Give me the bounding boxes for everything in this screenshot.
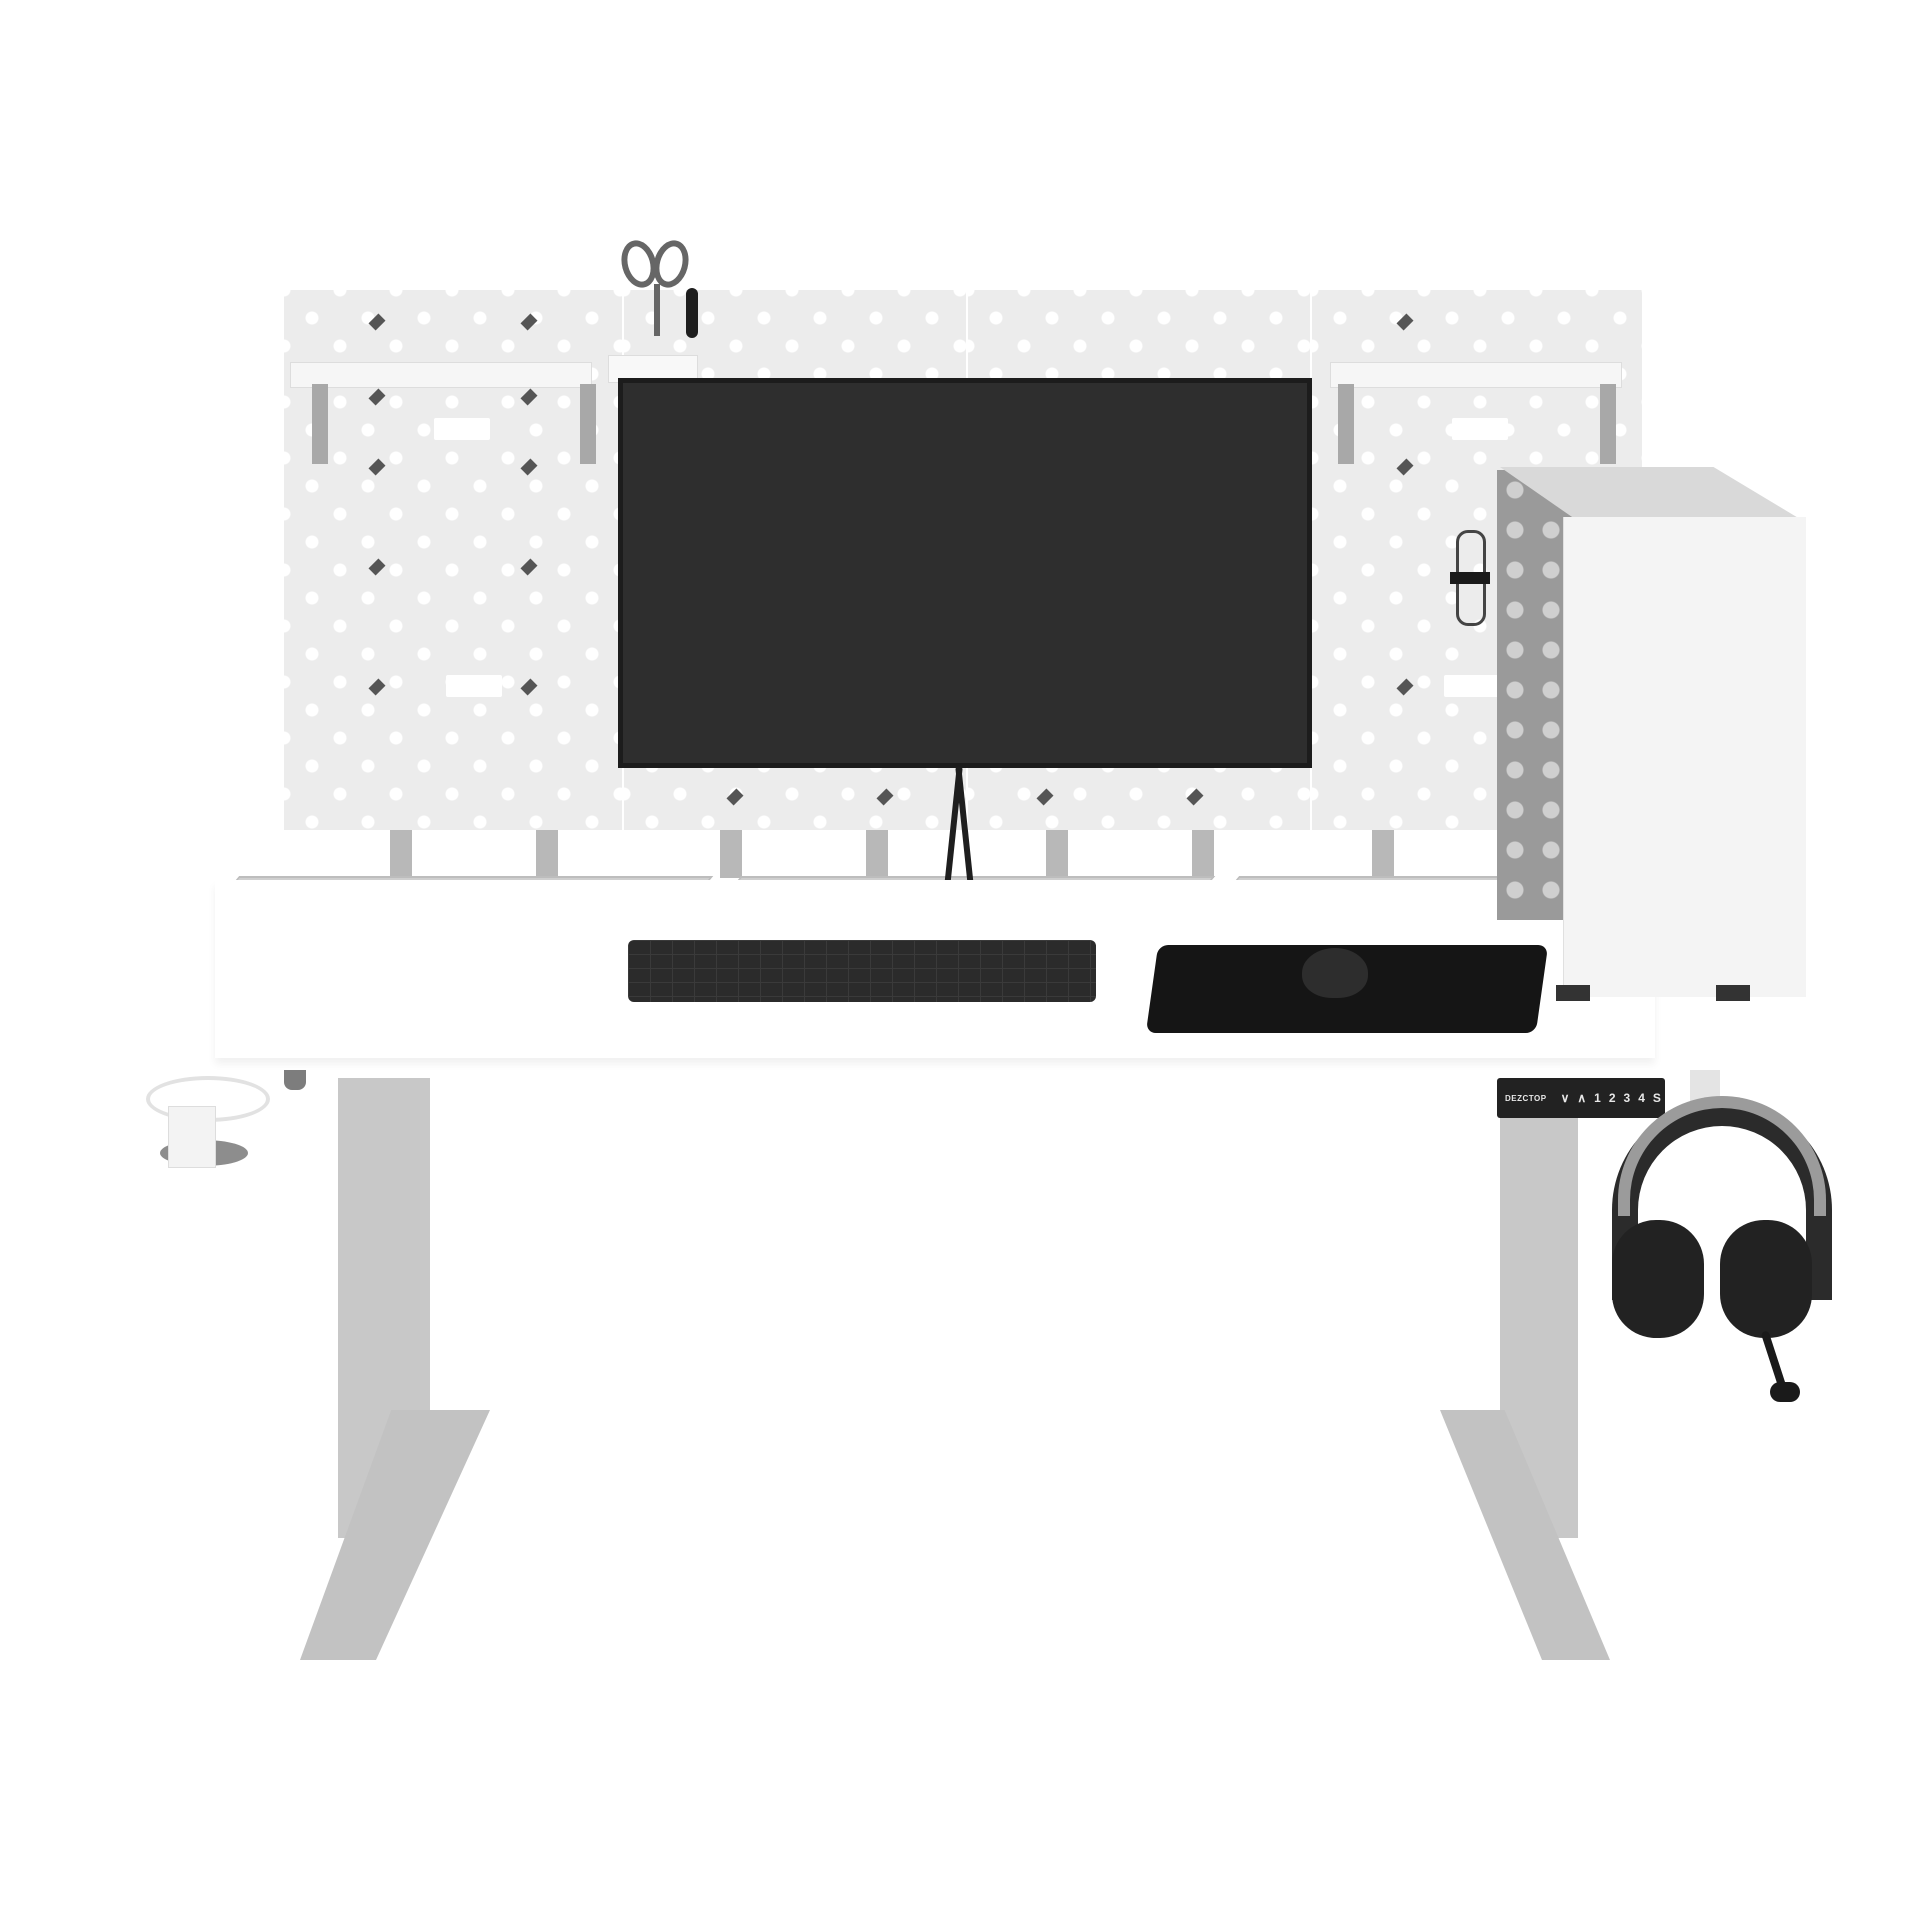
support-post — [536, 830, 558, 878]
support-post — [866, 830, 888, 878]
left-foot — [300, 1410, 490, 1660]
save-button[interactable]: S — [1652, 1091, 1661, 1105]
shelf-right — [1330, 362, 1622, 388]
preset-2-button[interactable]: 2 — [1608, 1091, 1616, 1105]
grommet-post — [168, 1106, 216, 1168]
headphones-left-cup — [1612, 1220, 1704, 1338]
keyboard — [628, 940, 1096, 1002]
pc-case-foot — [1716, 985, 1750, 1001]
headphones-right-cup — [1720, 1220, 1812, 1338]
height-control-panel: DEZCTOP ∨ ∧ 1 2 3 4 S — [1497, 1078, 1665, 1118]
pegboard-slot — [446, 675, 502, 697]
shelf-bracket — [580, 384, 596, 464]
mouse — [1302, 948, 1368, 998]
support-post — [1046, 830, 1068, 878]
shelf-bracket — [312, 384, 328, 464]
preset-1-button[interactable]: 1 — [1594, 1091, 1601, 1105]
down-button[interactable]: ∨ — [1560, 1091, 1570, 1105]
pegboard-slot — [1452, 418, 1508, 440]
pegboard-slot — [1444, 675, 1500, 697]
cable-organizer-strap — [1450, 572, 1490, 584]
preset-3-button[interactable]: 3 — [1623, 1091, 1631, 1105]
support-post — [1372, 830, 1394, 878]
up-button[interactable]: ∧ — [1577, 1091, 1587, 1105]
headphones-mic-tip — [1770, 1382, 1800, 1402]
support-post — [390, 830, 412, 878]
pc-case-foot — [1556, 985, 1590, 1001]
shelf-left — [290, 362, 592, 388]
support-post — [720, 830, 742, 878]
pegboard-slot — [434, 418, 490, 440]
brand-label: DEZCTOP — [1505, 1093, 1547, 1103]
shelf-bracket — [1600, 384, 1616, 464]
monitor — [618, 378, 1312, 768]
pen — [686, 288, 698, 338]
shelf-bracket — [1338, 384, 1354, 464]
scissors-icon — [616, 236, 698, 360]
preset-4-button[interactable]: 4 — [1638, 1091, 1645, 1105]
pc-case-front — [1563, 517, 1806, 997]
desk-clip — [284, 1070, 306, 1090]
support-post — [1192, 830, 1214, 878]
